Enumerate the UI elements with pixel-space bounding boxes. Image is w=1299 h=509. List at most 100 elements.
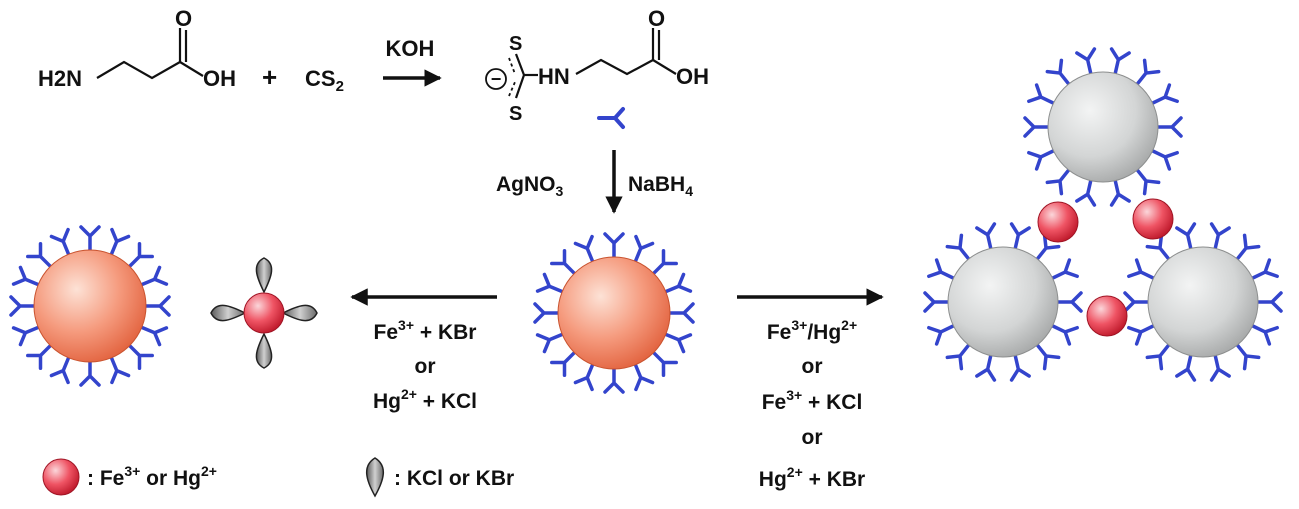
ligand bbox=[1054, 291, 1083, 313]
ligand bbox=[126, 242, 154, 270]
ligand bbox=[11, 265, 42, 288]
silver-nanoparticle-center bbox=[533, 232, 695, 394]
ligand bbox=[1175, 222, 1197, 253]
bridging-ions bbox=[1037, 198, 1174, 337]
plus-sign: + bbox=[262, 62, 277, 92]
right-condition-2: or bbox=[802, 355, 823, 378]
ligand bbox=[550, 349, 578, 377]
ligand bbox=[573, 234, 596, 265]
ligand bbox=[1175, 351, 1197, 382]
ligand bbox=[1134, 166, 1161, 196]
ligand bbox=[9, 295, 38, 317]
ligand bbox=[550, 249, 578, 277]
ligand bbox=[138, 324, 169, 347]
ligand bbox=[1154, 116, 1183, 138]
ligand bbox=[1075, 47, 1097, 78]
legend: : Fe3+ or Hg2+ : KCl or KBr bbox=[42, 457, 514, 498]
ligand bbox=[1149, 148, 1179, 171]
ligand bbox=[1109, 176, 1131, 207]
sulfur-bottom-label: S bbox=[509, 103, 522, 125]
ligand bbox=[1009, 351, 1031, 382]
ligand bbox=[108, 227, 131, 258]
ligand bbox=[975, 222, 997, 253]
salt-drop-bottom bbox=[255, 332, 273, 369]
cs2-label: CS2 bbox=[305, 66, 344, 95]
acid-oh-label: OH bbox=[203, 66, 236, 91]
ligand bbox=[632, 361, 655, 392]
ligand bbox=[1123, 291, 1152, 313]
ligand bbox=[1109, 47, 1131, 78]
legend-ion-swatch bbox=[42, 458, 80, 496]
ligand bbox=[108, 354, 131, 385]
ligand bbox=[945, 233, 972, 263]
carbonyl-o-label: O bbox=[175, 6, 192, 31]
nanoparticle-core bbox=[947, 246, 1059, 358]
ligand bbox=[650, 249, 678, 277]
ligand bbox=[535, 272, 566, 295]
ligand bbox=[632, 234, 655, 265]
aggregated-nanoparticle-top bbox=[1023, 47, 1183, 207]
ligand bbox=[1134, 58, 1161, 88]
right-condition-1: Fe3+/Hg2+ bbox=[767, 317, 857, 344]
carbonyl-bond bbox=[178, 28, 188, 62]
ligand bbox=[666, 302, 695, 324]
right-condition-4: or bbox=[802, 426, 823, 449]
alanine-backbone bbox=[96, 60, 181, 80]
ligand bbox=[142, 295, 171, 317]
agno3-label: AgNO3 bbox=[496, 173, 564, 199]
nanoparticle-core bbox=[33, 249, 147, 363]
ligand bbox=[1045, 58, 1072, 88]
ligand bbox=[1234, 341, 1261, 371]
ligand bbox=[535, 331, 566, 354]
ligand bbox=[533, 302, 562, 324]
reduction-step: AgNO3 NaBH4 bbox=[496, 150, 693, 214]
salt-drop-top bbox=[255, 257, 273, 294]
metal-ion bbox=[243, 292, 285, 334]
nh-label: HN bbox=[538, 64, 570, 89]
ligand bbox=[975, 351, 997, 382]
ligand bbox=[945, 341, 972, 371]
ligand bbox=[1209, 351, 1231, 382]
ligand bbox=[1254, 291, 1283, 313]
salt-drop-right bbox=[281, 304, 318, 322]
koh-label: KOH bbox=[386, 36, 435, 61]
ligand bbox=[927, 323, 957, 346]
ligand bbox=[573, 361, 596, 392]
reaction-equation: H2N O OH + CS2 KOH S S − HN O OH bbox=[38, 6, 709, 125]
ligand bbox=[603, 232, 625, 261]
ligand bbox=[923, 291, 952, 313]
ligand bbox=[1249, 323, 1279, 346]
left-pathway: Fe3+ + KBr or Hg2+ + KCl bbox=[350, 288, 497, 413]
sulfur-top-label: S bbox=[509, 33, 522, 55]
silver-nanoparticle-left bbox=[9, 225, 171, 387]
ligand bbox=[662, 331, 693, 354]
left-condition-2: or bbox=[415, 355, 436, 378]
right-condition-3: Fe3+ + KCl bbox=[762, 387, 863, 414]
nanoparticle-core bbox=[1047, 71, 1159, 183]
ligand bbox=[1045, 166, 1072, 196]
ligand bbox=[126, 342, 154, 370]
ligand bbox=[49, 227, 72, 258]
ligand bbox=[927, 258, 957, 281]
nabh4-label: NaBH4 bbox=[628, 173, 693, 199]
ligand bbox=[1127, 258, 1157, 281]
negative-charge-circle bbox=[485, 68, 507, 90]
ligand bbox=[1034, 341, 1061, 371]
ligand bbox=[79, 358, 101, 387]
ligand bbox=[79, 225, 101, 254]
bridging-ion-right bbox=[1132, 198, 1174, 240]
legend-salt-swatch bbox=[366, 457, 384, 498]
salt-drop-left bbox=[210, 304, 247, 322]
aggregated-nanoparticle-left bbox=[923, 222, 1083, 382]
aggregated-nanoparticle-right bbox=[1123, 222, 1283, 382]
ligand bbox=[26, 342, 54, 370]
legend-ion-label: : Fe3+ or Hg2+ bbox=[87, 463, 217, 490]
ligand bbox=[1149, 83, 1179, 106]
right-condition-5: Hg2+ + KBr bbox=[759, 464, 865, 491]
ligand bbox=[1049, 323, 1079, 346]
ligand bbox=[1075, 176, 1097, 207]
product-carbonyl-o: O bbox=[648, 6, 665, 31]
product-oh-label: OH bbox=[676, 64, 709, 89]
ligand bbox=[1023, 116, 1052, 138]
